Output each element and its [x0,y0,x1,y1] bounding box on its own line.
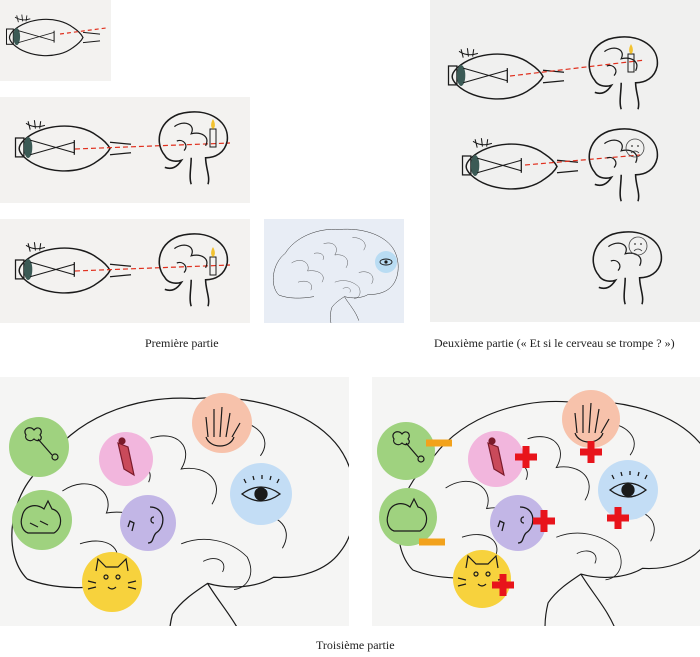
minus-icon [419,538,445,546]
caption-part1: Première partie [145,336,219,350]
flower-smell-icon [392,431,425,463]
sad-face-icon [625,138,645,158]
flower-smell-icon [24,427,59,461]
hand-icon [205,406,241,447]
eye-icon [14,119,132,172]
superhero-icon [117,437,135,477]
brain-icon [158,233,229,307]
part2-panel [430,0,700,322]
cat-face-icon [87,557,137,590]
cat-silhouette-icon [20,499,62,534]
ear-icon [497,506,534,544]
candle-icon [209,118,217,148]
eye-icon [447,47,565,100]
cat-silhouette-icon [386,497,428,532]
eye-icon [240,475,282,502]
minus-icon [426,439,452,447]
part3-panel-right [372,377,700,626]
sad-face-icon [628,236,648,256]
part1-panel-eye-brain-2 [0,219,250,323]
brain-icon [588,36,659,110]
part1-panel-brain-eye-disc [264,219,404,323]
brain-icon [592,231,663,305]
ear-icon [127,506,164,544]
brain-icon [158,111,229,185]
candle-icon [209,246,217,276]
cat-face-icon [457,554,507,587]
hand-icon [574,402,610,443]
part1-panel-eye-only [0,0,111,81]
eye-icon [14,241,132,294]
brain-icon [588,128,659,202]
superhero-icon [487,437,505,477]
eye-disc-icon [379,258,393,266]
eye-icon [5,13,107,57]
eye-icon [461,137,579,190]
part3-panel-left [0,377,349,626]
part1-panel-eye-brain [0,97,250,203]
caption-part2: Deuxième partie (« Et si le cerveau se t… [434,336,675,350]
eye-icon [608,471,648,498]
caption-part3: Troisième partie [316,638,395,652]
